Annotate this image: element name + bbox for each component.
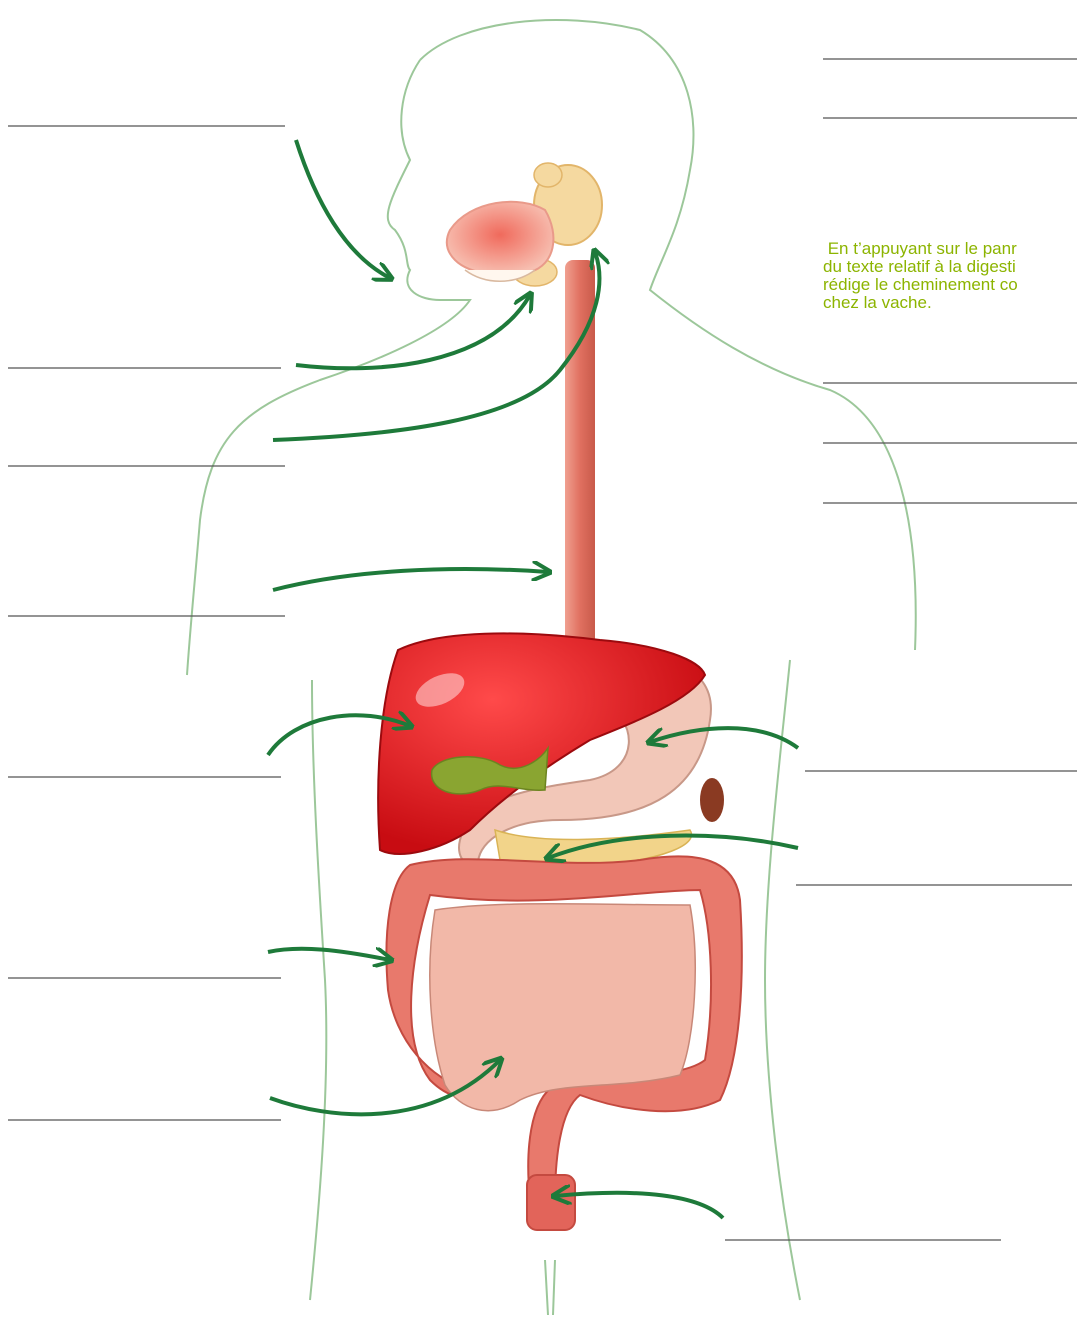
arrow-esophagus bbox=[273, 569, 548, 590]
instruction-text: En t’appuyant sur le panr du texte relat… bbox=[823, 240, 1077, 312]
rectum bbox=[527, 1175, 575, 1230]
spleen bbox=[700, 778, 724, 822]
arrow-mouth bbox=[296, 140, 390, 278]
mouth bbox=[447, 202, 554, 281]
small-intestine bbox=[430, 904, 695, 1111]
arrow-rectum bbox=[555, 1193, 723, 1218]
arrow-large-intestine bbox=[268, 949, 390, 960]
label-lines-left bbox=[8, 126, 285, 1120]
arrow-salivary-lower bbox=[296, 295, 530, 368]
label-lines-right bbox=[725, 59, 1077, 1240]
